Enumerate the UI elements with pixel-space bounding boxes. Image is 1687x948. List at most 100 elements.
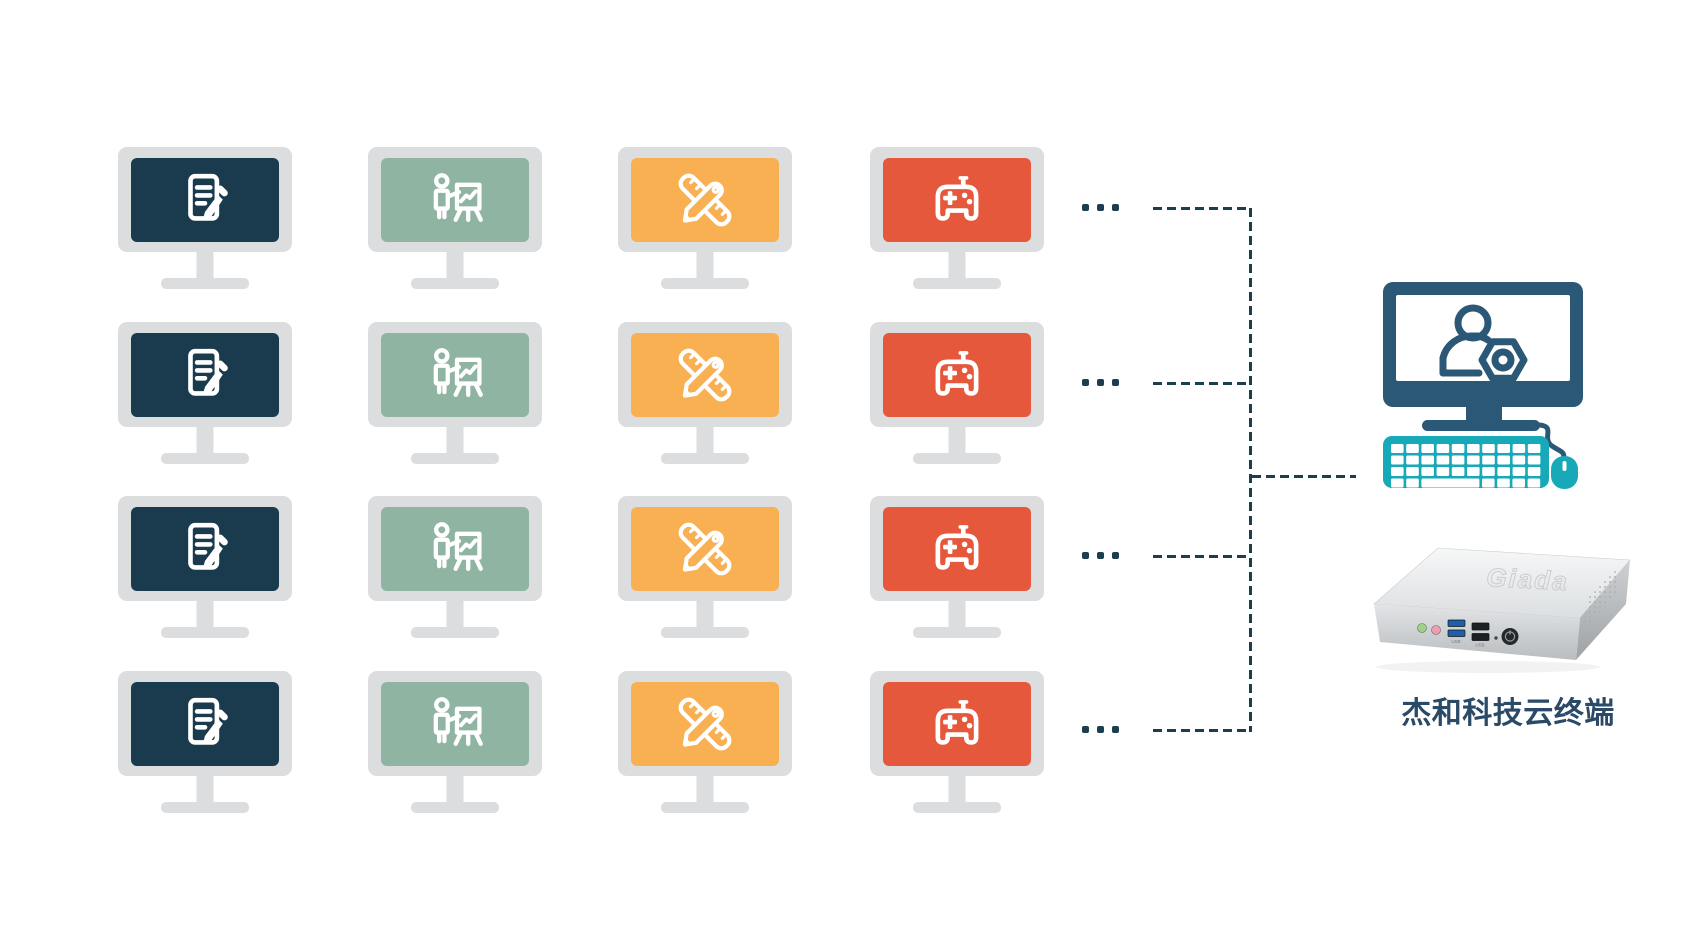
ellipsis-dot: [1097, 726, 1104, 733]
mini-pc-device: Giada USB USB: [1368, 540, 1640, 675]
monitor-screen: [131, 681, 279, 766]
mouse-cable: [1537, 422, 1567, 461]
row-ellipsis: [1082, 726, 1119, 733]
monitor-screen: [631, 332, 779, 417]
monitor-stand-base: [161, 627, 249, 638]
document-pencil-icon: [188, 348, 228, 396]
power-button: [1501, 628, 1519, 645]
monitor-office-documents: [118, 322, 292, 464]
monitor-stand-base: [661, 278, 749, 289]
monitor-stand-base: [661, 802, 749, 813]
monitor-gaming: [870, 322, 1044, 464]
monitor-stand-base: [1422, 420, 1540, 431]
presenter-chart-icon: [433, 696, 483, 746]
presenter-chart-icon: [433, 521, 483, 571]
monitor-screen: [631, 681, 779, 766]
device-logo: Giada: [1486, 562, 1570, 596]
monitor-stand-neck: [696, 251, 714, 279]
device-shadow: [1376, 661, 1600, 673]
keyboard-keys: [1391, 444, 1541, 488]
monitor-screen: [131, 157, 279, 242]
monitor-design: [618, 147, 792, 289]
monitor-stand-base: [161, 802, 249, 813]
mic-jack-port: [1431, 625, 1441, 635]
monitor-stand-base: [411, 802, 499, 813]
monitor-stand-neck: [446, 600, 464, 628]
ruler-pencil-icon: [678, 522, 732, 575]
terminal-mouse: [1551, 456, 1578, 489]
monitor-stand-base: [661, 627, 749, 638]
cloud-terminal-illustration: [1380, 280, 1590, 492]
ellipsis-dot: [1082, 552, 1089, 559]
usb2-ports: [1471, 622, 1490, 641]
monitor-stand-neck: [948, 251, 966, 279]
monitor-design: [618, 496, 792, 638]
vent-grille: [1584, 568, 1618, 630]
ellipsis-dot: [1112, 379, 1119, 386]
monitor-stand-base: [913, 453, 1001, 464]
monitor-stand-neck: [948, 775, 966, 803]
monitor-screen: [381, 681, 529, 766]
gamepad-icon: [935, 524, 979, 570]
ellipsis-dot: [1097, 379, 1104, 386]
ellipsis-dot: [1082, 379, 1089, 386]
monitor-gaming: [870, 496, 1044, 638]
presenter-chart-icon: [433, 172, 483, 222]
monitor-screen: [131, 332, 279, 417]
monitor-stand-neck: [196, 251, 214, 279]
ellipsis-dot: [1082, 726, 1089, 733]
user-gear-icon: [1439, 304, 1528, 382]
monitor-presentation: [368, 671, 542, 813]
monitor-stand-base: [161, 453, 249, 464]
monitor-screen: [883, 332, 1031, 417]
ruler-pencil-icon: [678, 348, 732, 401]
dashed-branch-line: [1153, 554, 1251, 558]
monitor-screen: [381, 506, 529, 591]
row-ellipsis: [1082, 552, 1119, 559]
mouse-scroll-line: [1562, 461, 1567, 471]
monitor-stand-neck: [196, 600, 214, 628]
monitor-presentation: [368, 322, 542, 464]
ellipsis-dot: [1112, 726, 1119, 733]
monitor-screen: [631, 157, 779, 242]
ellipsis-dot: [1097, 552, 1104, 559]
row-ellipsis: [1082, 379, 1119, 386]
monitor-stand-base: [913, 802, 1001, 813]
monitor-stand-neck: [446, 426, 464, 454]
monitor-stand-neck: [446, 775, 464, 803]
gamepad-icon: [935, 699, 979, 745]
monitor-stand-base: [411, 278, 499, 289]
dashed-branch-line: [1153, 381, 1251, 385]
monitor-stand-base: [411, 453, 499, 464]
monitor-gaming: [870, 147, 1044, 289]
monitor-gaming: [870, 671, 1044, 813]
document-pencil-icon: [188, 522, 228, 570]
monitor-stand-base: [913, 278, 1001, 289]
monitor-design: [618, 322, 792, 464]
monitor-screen: [883, 681, 1031, 766]
monitor-screen: [631, 506, 779, 591]
monitor-stand-neck: [1466, 406, 1502, 422]
monitor-stand-neck: [196, 426, 214, 454]
monitor-stand-neck: [948, 600, 966, 628]
gamepad-icon: [935, 175, 979, 221]
document-pencil-icon: [188, 697, 228, 745]
monitor-screen: [381, 332, 529, 417]
monitor-stand-neck: [696, 600, 714, 628]
device-front-face: [1374, 604, 1580, 660]
audio-jack-port: [1417, 623, 1427, 633]
ellipsis-dot: [1112, 552, 1119, 559]
monitor-screen: [883, 157, 1031, 242]
monitor-office-documents: [118, 671, 292, 813]
monitor-stand-base: [411, 627, 499, 638]
monitor-screen: [131, 506, 279, 591]
monitor-screen: [381, 157, 529, 242]
monitor-stand-neck: [696, 775, 714, 803]
dashed-branch-line: [1153, 728, 1251, 732]
usb3-ports: [1447, 619, 1466, 637]
gamepad-icon: [935, 350, 979, 396]
usb-label: USB: [1451, 639, 1460, 644]
document-pencil-icon: [188, 173, 228, 221]
monitor-stand-neck: [446, 251, 464, 279]
